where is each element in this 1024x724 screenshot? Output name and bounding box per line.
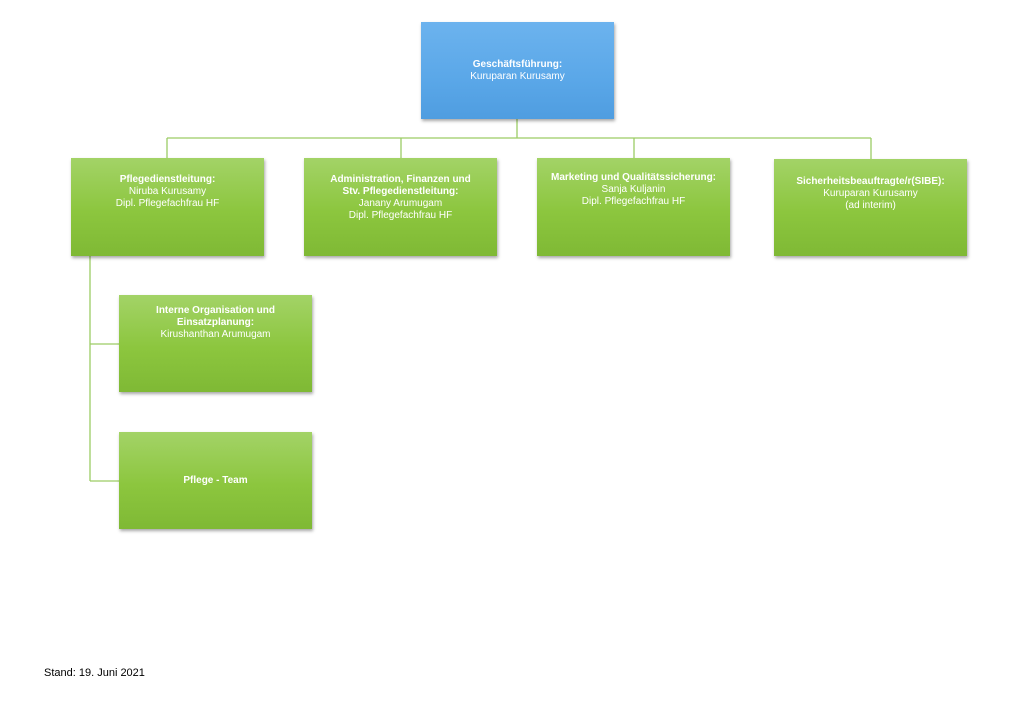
node-title: Stv. Pflegedienstleitung:	[342, 186, 459, 197]
node-line: Sanja Kuljanin	[601, 184, 666, 195]
node-line: Dipl. Pflegefachfrau HF	[348, 210, 453, 221]
node-line: Dipl. Pflegefachfrau HF	[581, 196, 686, 207]
node-interne-organisation: Interne Organisation und Einsatzplanung:…	[119, 295, 312, 392]
node-sicherheitsbeauftragte: Sicherheitsbeauftragte/r(SIBE): Kurupara…	[774, 159, 967, 256]
node-line: Kuruparan Kurusamy	[470, 70, 565, 82]
node-title: Marketing und Qualitätssicherung:	[550, 172, 717, 183]
node-line: (ad interim)	[845, 200, 896, 211]
node-title: Einsatzplanung:	[176, 317, 255, 328]
node-title: Interne Organisation und	[156, 305, 275, 316]
node-line: Janany Arumugam	[358, 198, 443, 209]
node-marketing: Marketing und Qualitätssicherung: Sanja …	[537, 158, 730, 256]
node-pflegedienstleitung: Pflegedienstleitung: Niruba Kurusamy Dip…	[71, 158, 264, 256]
node-geschaeftsfuehrung: Geschäftsführung: Kuruparan Kurusamy	[421, 22, 614, 119]
node-line: Dipl. Pflegefachfrau HF	[115, 198, 220, 209]
node-line: Niruba Kurusamy	[128, 186, 207, 197]
node-title: Geschäftsführung:	[472, 58, 563, 70]
node-pflege-team: Pflege - Team	[119, 432, 312, 529]
node-title: Pflegedienstleitung:	[119, 174, 216, 185]
node-administration: Administration, Finanzen und Stv. Pflege…	[304, 158, 497, 256]
node-title: Sicherheitsbeauftragte/r(SIBE):	[796, 176, 945, 187]
node-line: Kuruparan Kurusamy	[823, 188, 918, 199]
node-title: Administration, Finanzen und	[330, 174, 471, 185]
node-title: Pflege - Team	[183, 474, 248, 486]
footer-stand: Stand: 19. Juni 2021	[44, 667, 145, 679]
node-line: Kirushanthan Arumugam	[160, 329, 271, 340]
